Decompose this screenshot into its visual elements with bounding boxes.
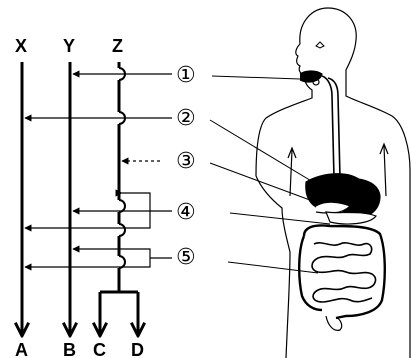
leader-2 — [210, 120, 318, 185]
marker-2: ② — [176, 106, 196, 131]
marker-3: ③ — [176, 149, 196, 174]
large-intestine-ascending — [299, 236, 322, 310]
leader-4 — [230, 213, 330, 224]
leader-5 — [228, 262, 318, 273]
leader-1 — [212, 76, 300, 79]
arm-inner-left — [290, 150, 292, 196]
leader-3 — [210, 163, 318, 203]
pathway-lines — [22, 62, 138, 336]
label-d: D — [131, 340, 144, 358]
marker-1: ① — [176, 63, 196, 88]
body-outline-front — [256, 44, 312, 176]
label-y: Y — [63, 36, 75, 56]
small-intestine — [312, 243, 375, 302]
label-b: B — [63, 340, 76, 358]
label-x: X — [15, 36, 27, 56]
label-c: C — [93, 340, 106, 358]
nasal-cavity — [316, 42, 324, 48]
leader-lines — [210, 76, 330, 273]
label-z: Z — [112, 36, 123, 56]
pancreas — [326, 212, 376, 224]
marker-4: ④ — [176, 200, 196, 225]
input-arrows — [25, 74, 172, 267]
label-a: A — [15, 340, 28, 358]
arm-inner-right — [384, 146, 386, 196]
esophagus — [322, 76, 334, 178]
bracket-5 — [130, 249, 150, 267]
human-body-illustration — [256, 8, 410, 358]
marker-5: ⑤ — [176, 245, 196, 270]
